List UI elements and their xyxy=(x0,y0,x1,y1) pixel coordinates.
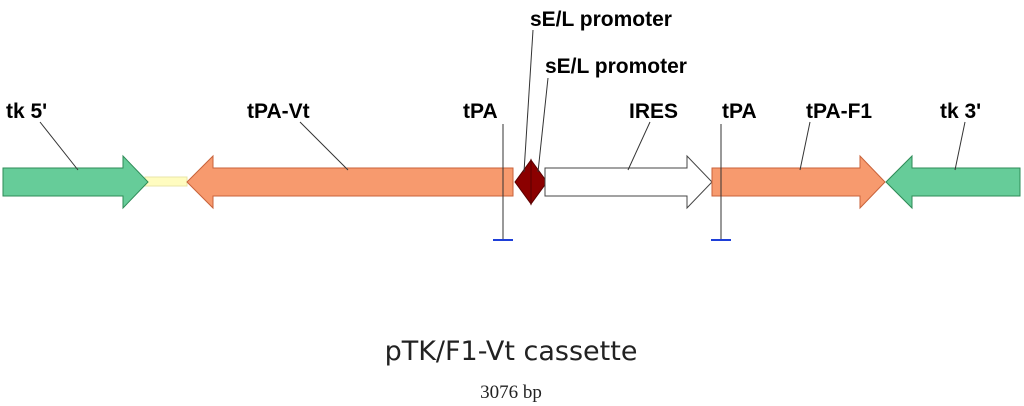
sel-promoter-2-arrow[interactable] xyxy=(530,158,548,206)
tpa-vt-leader xyxy=(299,121,349,171)
tpa-f1-label: tPA-F1 xyxy=(806,100,872,123)
map-length: 3076 bp xyxy=(480,382,542,403)
sel-promoter-1-leader xyxy=(523,29,534,173)
tpa-vt-arrow[interactable] xyxy=(186,154,514,210)
tk3-arrow[interactable] xyxy=(885,154,1021,210)
tpa-left-label: tPA xyxy=(463,100,498,123)
spacer-segment xyxy=(144,176,188,187)
tk3-label: tk 3' xyxy=(940,100,981,123)
tk5-arrow[interactable] xyxy=(2,154,149,210)
tpa-vt-label: tPA-Vt xyxy=(247,100,310,123)
ires-arrow[interactable] xyxy=(544,154,713,210)
sel-promoter-1-label: sE/L promoter xyxy=(530,8,672,31)
tpa-right-label: tPA xyxy=(722,100,757,123)
tk5-leader xyxy=(39,121,79,171)
tpa-right-marker xyxy=(711,124,731,241)
map-title: pTK/F1-Vt cassette xyxy=(385,336,638,367)
ires-leader xyxy=(627,121,651,171)
tpa-left-marker xyxy=(493,124,513,241)
sel-promoter-2-label: sE/L promoter xyxy=(545,55,687,78)
tpa-f1-leader xyxy=(799,121,811,171)
tk3-leader xyxy=(954,121,966,171)
tk5-label: tk 5' xyxy=(6,100,47,123)
sel-promoter-1-arrow[interactable] xyxy=(514,158,532,206)
ires-label: IRES xyxy=(629,100,678,123)
tpa-f1-arrow[interactable] xyxy=(711,154,886,210)
sel-promoter-2-leader xyxy=(537,77,549,173)
